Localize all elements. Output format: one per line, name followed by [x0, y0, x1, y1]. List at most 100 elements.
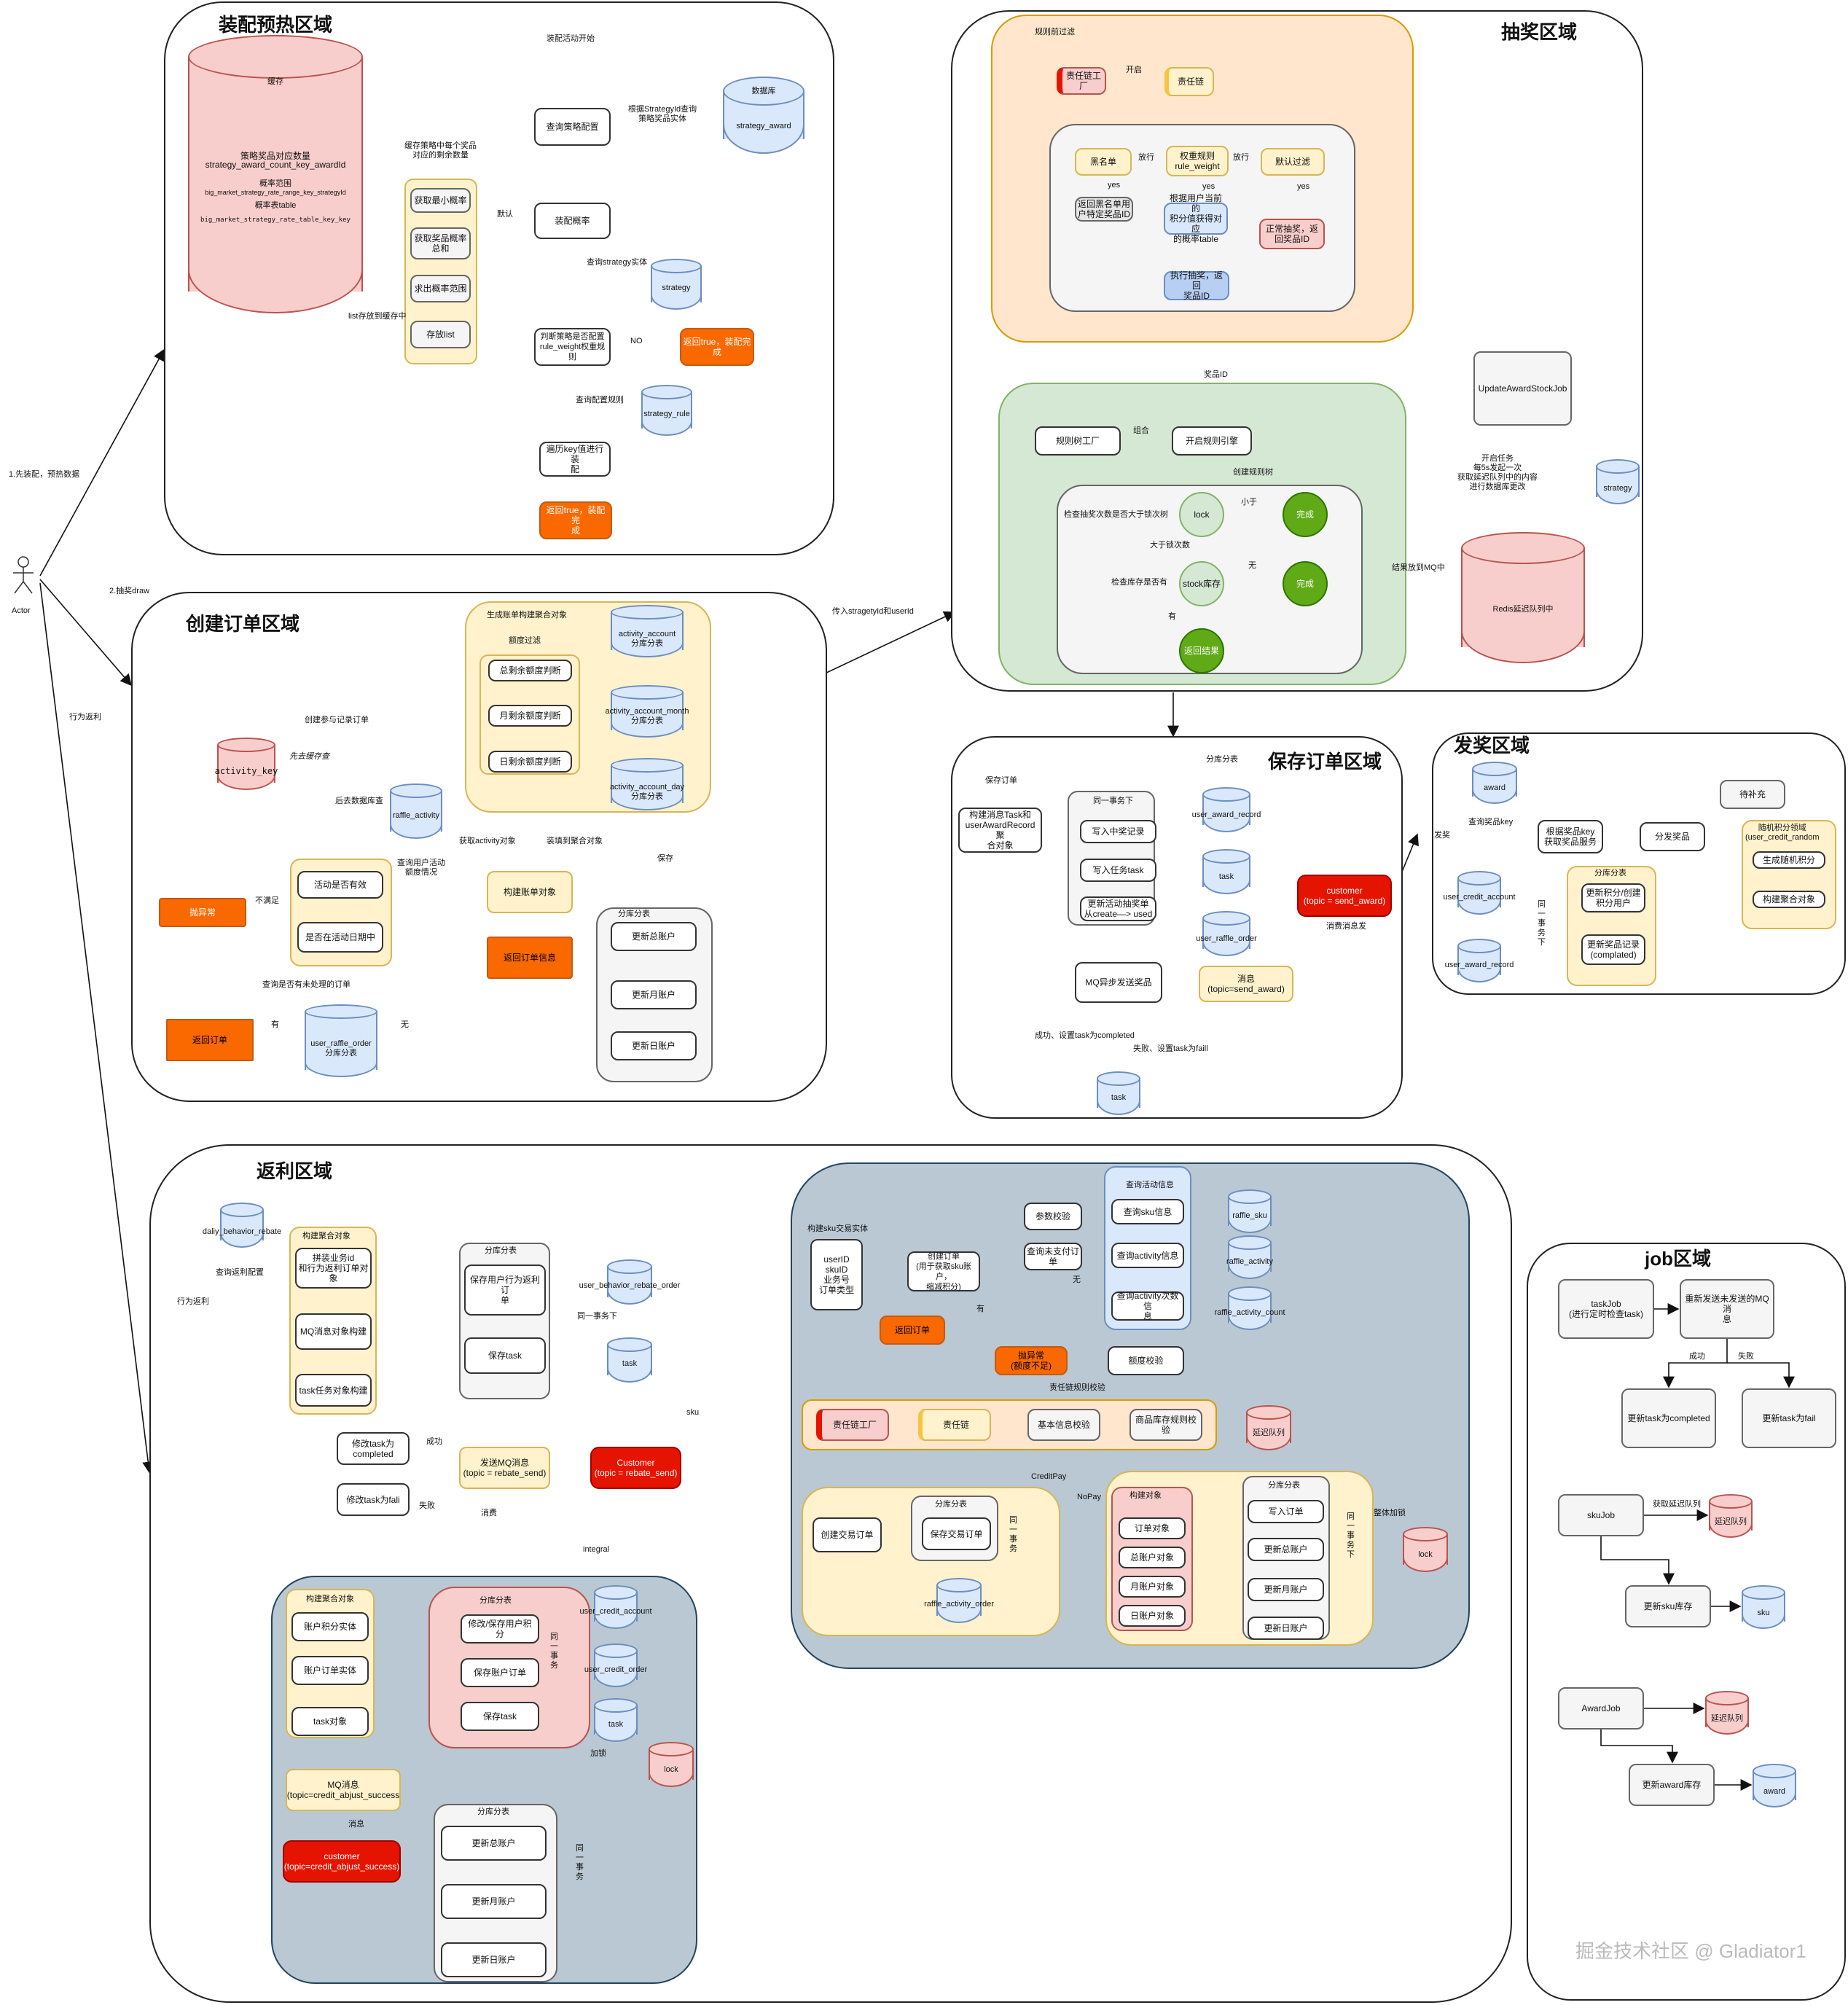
- day-obj-box[interactable]: 日账户对象: [1119, 1605, 1186, 1627]
- msg-box-save[interactable]: 消息 (topic=send_award): [1199, 966, 1293, 1002]
- ret-result-node[interactable]: 返回结果: [1179, 628, 1224, 673]
- set-done-box[interactable]: 修改task为 completed: [337, 1432, 410, 1465]
- min-rate-box[interactable]: 获取最小概率: [410, 188, 471, 213]
- return-order-box-rebate[interactable]: 返回订单: [880, 1316, 945, 1345]
- blacklist-box[interactable]: 黑名单: [1075, 148, 1132, 176]
- traverse-box[interactable]: 遍历key值进行装 配: [539, 442, 611, 477]
- resend-box[interactable]: 重新发送未发送的MQ消 息: [1680, 1279, 1774, 1339]
- is-active-box[interactable]: 活动是否有效: [297, 871, 383, 899]
- return-order-box[interactable]: 返回订单: [166, 1019, 254, 1061]
- task-obj-box[interactable]: task对象: [291, 1707, 369, 1736]
- job-set-done-box[interactable]: 更新task为completed: [1621, 1388, 1716, 1448]
- throw-box[interactable]: 抛异常: [159, 898, 246, 927]
- write-award-box[interactable]: 写入中奖记录: [1080, 820, 1156, 843]
- ret-black-box[interactable]: 返回黑名单用 户特定奖品ID: [1075, 197, 1133, 222]
- engine-box[interactable]: 开启规则引擎: [1172, 426, 1252, 456]
- update-order-box[interactable]: 更新活动抽奖单 从create—> used: [1080, 896, 1156, 921]
- weight-box[interactable]: 权重规则 rule_weight: [1166, 146, 1229, 176]
- concat-box[interactable]: 拼装业务id 和行为返利订单对象: [295, 1248, 372, 1289]
- unpaid-box[interactable]: 查询未支付订 单: [1024, 1243, 1082, 1270]
- pending-box[interactable]: 待补充: [1720, 780, 1785, 809]
- by-points-box[interactable]: 根据用户当前的 积分值获得对应 的概率table: [1164, 193, 1228, 244]
- upd-month-box[interactable]: 更新月账户: [611, 980, 697, 1009]
- rate-range-box[interactable]: 求出概率范围: [410, 275, 471, 302]
- gen-random-box[interactable]: 生成随机积分: [1753, 851, 1825, 869]
- tree-factory-box[interactable]: 规则树工厂: [1035, 426, 1121, 456]
- sum-rate-box[interactable]: 获取奖品概率 总和: [410, 227, 471, 259]
- task-job-box[interactable]: taskJob (进行定时检查task): [1558, 1279, 1654, 1339]
- save-acc-order-box[interactable]: 保存账户订单: [461, 1658, 539, 1687]
- month-obj-box[interactable]: 月账户对象: [1119, 1576, 1186, 1598]
- job-set-fail-box[interactable]: 更新task为fail: [1742, 1388, 1836, 1448]
- chain-factory-box[interactable]: 责任链工厂: [1057, 67, 1106, 95]
- stock-check-box[interactable]: 商品库存规则校验: [1129, 1409, 1202, 1441]
- build-award-agg-box[interactable]: 构建聚合对象: [1753, 891, 1825, 908]
- done-node-2[interactable]: 完成: [1283, 561, 1328, 606]
- exec-draw-box[interactable]: 执行抽奖，返回 奖品ID: [1164, 270, 1229, 301]
- mod-points-box[interactable]: 修改/保存用户积 分: [461, 1614, 539, 1644]
- write-task-box[interactable]: 写入任务task: [1080, 859, 1156, 882]
- return-true-box-1[interactable]: 返回true，装配完 成: [680, 328, 754, 366]
- chain-box[interactable]: 责任链: [1164, 67, 1214, 96]
- quota-check-box[interactable]: 额度校验: [1108, 1346, 1184, 1375]
- normal-draw-box[interactable]: 正常抽奖，返 回奖品ID: [1259, 219, 1325, 249]
- in-date-box[interactable]: 是否在活动日期中: [297, 922, 383, 953]
- lock-node[interactable]: lock: [1179, 492, 1224, 537]
- set-fail-box[interactable]: 修改task为fali: [337, 1483, 410, 1516]
- upd-points-box[interactable]: 更新积分/创建 积分用户: [1581, 883, 1645, 912]
- save-task2-box[interactable]: 保存task: [461, 1702, 539, 1731]
- day-check-box[interactable]: 日剩余额度判断: [488, 751, 572, 773]
- upd-day5-box[interactable]: 更新日账户: [1248, 1617, 1324, 1640]
- create-order-box[interactable]: 创建订单 (用于获取sku账户， 缩减积分): [907, 1251, 980, 1291]
- stock-node[interactable]: stock库存: [1179, 561, 1224, 606]
- mq-msg-box[interactable]: MQ消息 (topic=credit_abjust_success: [286, 1769, 401, 1811]
- write-order-box[interactable]: 写入订单: [1248, 1500, 1324, 1523]
- save-task-box[interactable]: 保存task: [464, 1337, 546, 1374]
- upd-total5-box[interactable]: 更新总账户: [1248, 1538, 1324, 1561]
- param-check-box[interactable]: 参数校验: [1024, 1203, 1082, 1230]
- chain-factory-rebate-box[interactable]: 责任链工厂: [816, 1409, 889, 1441]
- save-trade-box[interactable]: 保存交易订单: [922, 1517, 991, 1550]
- save-rebate-box[interactable]: 保存用户行为返利订 单: [464, 1265, 546, 1316]
- default-filter-box[interactable]: 默认过滤: [1261, 148, 1325, 176]
- acc-entity-box[interactable]: 账户积分实体: [291, 1612, 369, 1641]
- done-node-1[interactable]: 完成: [1283, 492, 1328, 537]
- upd-month3-box[interactable]: 更新月账户: [441, 1884, 547, 1919]
- build-agg-box[interactable]: 构建账单对象: [487, 871, 573, 913]
- return-true-box-2[interactable]: 返回true，装配完 成: [539, 501, 612, 539]
- q-activity-box[interactable]: 查询activity信息: [1111, 1243, 1184, 1268]
- upd-day3-box[interactable]: 更新日账户: [441, 1942, 547, 1977]
- acc-order-box[interactable]: 账户订单实体: [291, 1656, 369, 1685]
- customer-rebate[interactable]: Customer (topic = rebate_send): [590, 1447, 681, 1489]
- upd-day-box[interactable]: 更新日账户: [611, 1031, 697, 1060]
- q-count-box[interactable]: 查询activity次数信 息: [1111, 1291, 1184, 1321]
- mq-send-box[interactable]: MQ异步发送奖品: [1075, 962, 1162, 1003]
- total-check-box[interactable]: 总剩余额度判断: [488, 660, 572, 681]
- sku-fields-box[interactable]: userID skuID 业务号 订单类型: [810, 1239, 863, 1310]
- award-job-box[interactable]: AwardJob: [1558, 1687, 1644, 1730]
- upd-award-box[interactable]: 更新award库存: [1629, 1764, 1715, 1806]
- throw-quota-box[interactable]: 抛异常 (额度不足): [995, 1346, 1068, 1375]
- chain-rebate-box[interactable]: 责任链: [918, 1409, 991, 1441]
- assemble-rate-box[interactable]: 装配概率: [534, 203, 611, 239]
- query-config-box[interactable]: 查询策略配置: [534, 108, 611, 146]
- update-stock-job-box[interactable]: UpdateAwardStockJob: [1473, 351, 1572, 426]
- return-info-box[interactable]: 返回订单信息: [487, 937, 573, 979]
- by-key-box[interactable]: 根据奖品key 获取奖品服务: [1538, 820, 1603, 853]
- upd-total3-box[interactable]: 更新总账户: [441, 1826, 547, 1861]
- order-obj-box[interactable]: 订单对象: [1119, 1517, 1186, 1539]
- upd-sku-box[interactable]: 更新sku库存: [1625, 1585, 1711, 1627]
- upd-month5-box[interactable]: 更新月账户: [1248, 1578, 1324, 1601]
- send-mq-box[interactable]: 发送MQ消息 (topic = rebate_send): [459, 1447, 550, 1489]
- upd-record-box[interactable]: 更新奖品记录 (complated): [1581, 934, 1645, 965]
- total-obj-box[interactable]: 总账户对象: [1119, 1547, 1186, 1568]
- q-sku-box[interactable]: 查询sku信息: [1111, 1199, 1184, 1224]
- judge-box[interactable]: 判断策略是否配置 rule_weight权重规 则: [534, 328, 611, 366]
- dispatch-box[interactable]: 分发奖品: [1640, 822, 1705, 851]
- customer-send-award[interactable]: customer (topic = send_award): [1297, 875, 1392, 917]
- build-task-box[interactable]: 构建消息Task和 userAwardRecord聚 合对象: [958, 808, 1042, 853]
- upd-total-box[interactable]: 更新总账户: [611, 922, 697, 951]
- basic-check-box[interactable]: 基本信息校验: [1027, 1409, 1100, 1441]
- store-list-box[interactable]: 存放list: [410, 321, 471, 348]
- create-trade-box[interactable]: 创建交易订单: [813, 1517, 882, 1552]
